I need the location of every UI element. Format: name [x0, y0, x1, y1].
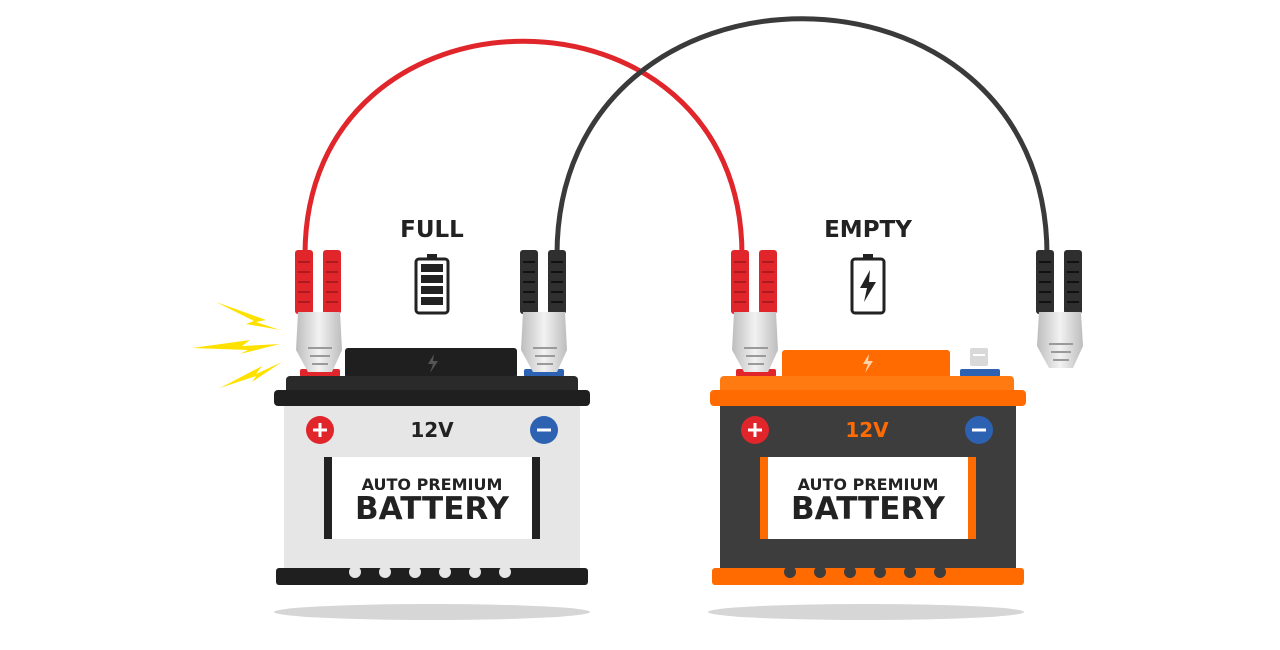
full-brand-line1: AUTO PREMIUM [362, 475, 503, 494]
empty-negative-terminal [960, 369, 1000, 377]
full-battery: 12V AUTO PREMIUM BATTERY [274, 348, 590, 585]
full-voltage-label: 12V [410, 418, 454, 442]
empty-battery: 12V AUTO PREMIUM BATTERY [710, 348, 1026, 585]
spark-icon [192, 302, 282, 388]
full-battery-shadow [274, 604, 590, 620]
red-clamp-empty-battery [731, 250, 778, 372]
full-brand-line2: BATTERY [355, 491, 510, 527]
battery-full-icon [414, 254, 450, 315]
empty-battery-lid [720, 376, 1014, 394]
positive-jumper-cable [302, 38, 745, 256]
full-status-label: FULL [400, 217, 464, 243]
black-clamp-full-battery [520, 250, 567, 372]
negative-jumper-cable [554, 16, 1050, 256]
empty-voltage-label: 12V [845, 418, 889, 442]
empty-brand-line2: BATTERY [791, 491, 946, 527]
lightning-bolt-icon [863, 354, 873, 373]
full-battery-lid [286, 376, 578, 394]
empty-battery-shadow [708, 604, 1024, 620]
black-clamp-loose [1036, 250, 1083, 368]
empty-status-label: EMPTY [824, 217, 912, 243]
red-clamp-full-battery [295, 250, 342, 372]
empty-brand-line1: AUTO PREMIUM [798, 475, 939, 494]
battery-charging-icon [850, 254, 886, 315]
lightning-bolt-icon [428, 354, 438, 373]
